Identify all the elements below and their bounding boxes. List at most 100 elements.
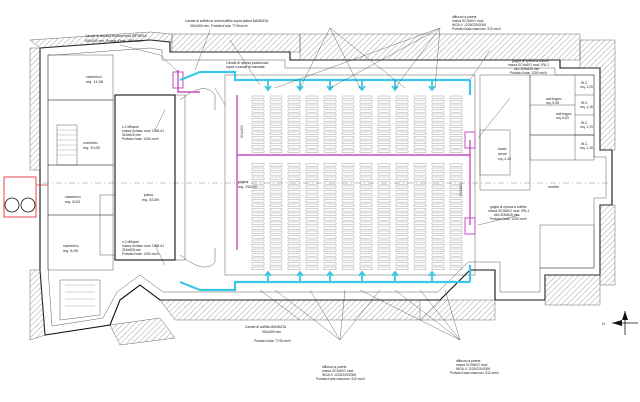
diffuser-arrow-icon bbox=[296, 80, 304, 92]
auditorium bbox=[224, 74, 476, 276]
seat bbox=[395, 104, 409, 108]
seat bbox=[449, 163, 463, 167]
seat bbox=[431, 212, 445, 216]
right-rooms bbox=[479, 74, 595, 269]
seat bbox=[395, 113, 409, 117]
seat bbox=[287, 185, 301, 189]
seat bbox=[413, 221, 427, 225]
seat bbox=[431, 136, 445, 140]
seat bbox=[449, 140, 463, 144]
seat bbox=[449, 194, 463, 198]
seat bbox=[269, 122, 283, 126]
seat bbox=[359, 185, 373, 189]
seat bbox=[305, 226, 319, 230]
note-diffusers-bot-left: diffusori a parete bbox=[322, 365, 347, 369]
seat bbox=[377, 248, 391, 252]
seat bbox=[269, 226, 283, 230]
seat bbox=[341, 149, 355, 153]
wall-diffusers bbox=[264, 80, 436, 282]
seat bbox=[449, 95, 463, 99]
room-wc-4: W.C. bbox=[581, 142, 588, 146]
room-antibagno-1: anti bagno bbox=[546, 97, 562, 101]
seat bbox=[377, 104, 391, 108]
seat bbox=[341, 100, 355, 104]
diffuser-arrow-icon bbox=[391, 80, 399, 92]
seat bbox=[269, 253, 283, 257]
note-diffusers-stage-bot-2: marca Schako mod. DBB-A1 bbox=[122, 244, 164, 248]
note-riser-return-dim: 500x300 mm, Portata d'aria: 2500 mc/h bbox=[85, 39, 143, 43]
seat bbox=[377, 167, 391, 171]
seat bbox=[449, 113, 463, 117]
seat bbox=[287, 167, 301, 171]
seat bbox=[323, 221, 337, 225]
seat bbox=[395, 248, 409, 252]
seat bbox=[305, 113, 319, 117]
seat bbox=[395, 122, 409, 126]
seat bbox=[323, 140, 337, 144]
seat bbox=[449, 136, 463, 140]
external-ac-unit bbox=[3, 176, 48, 218]
seat bbox=[431, 239, 445, 243]
note-diffusers-stage-bot-4: Portata d'aria: 1250 mc/h bbox=[122, 252, 159, 256]
seat bbox=[377, 253, 391, 257]
seat bbox=[359, 131, 373, 135]
seat bbox=[287, 194, 301, 198]
seat bbox=[251, 221, 265, 225]
seat bbox=[305, 203, 319, 207]
seat bbox=[449, 212, 463, 216]
seat bbox=[377, 239, 391, 243]
seat bbox=[395, 239, 409, 243]
seat bbox=[431, 194, 445, 198]
note-diffusers-bot-right-3: WGA-V 1225/225/2006 bbox=[456, 367, 490, 371]
seat bbox=[251, 163, 265, 167]
seat bbox=[305, 208, 319, 212]
seat bbox=[377, 181, 391, 185]
seat bbox=[269, 118, 283, 122]
seat bbox=[269, 167, 283, 171]
seat bbox=[305, 235, 319, 239]
note-diffusers-stage-bot-3: 315x625 mm bbox=[122, 248, 141, 252]
seat bbox=[323, 266, 337, 270]
seat bbox=[395, 109, 409, 113]
seat bbox=[413, 100, 427, 104]
note-diffusers-top-2: marca SCHAKO mod. bbox=[452, 19, 484, 23]
seat bbox=[341, 163, 355, 167]
seat bbox=[449, 185, 463, 189]
seat bbox=[359, 113, 373, 117]
seat bbox=[431, 163, 445, 167]
seat bbox=[413, 239, 427, 243]
seat bbox=[359, 136, 373, 140]
seat bbox=[431, 203, 445, 207]
note-grille-ne-2: marca SCHAKO mod. IPA-1 bbox=[508, 63, 549, 67]
seat bbox=[359, 122, 373, 126]
seat bbox=[323, 226, 337, 230]
seat bbox=[323, 113, 337, 117]
seat bbox=[305, 122, 319, 126]
seat bbox=[413, 190, 427, 194]
seat bbox=[413, 212, 427, 216]
seat bbox=[395, 163, 409, 167]
seat bbox=[287, 104, 301, 108]
seat bbox=[305, 221, 319, 225]
seat bbox=[449, 235, 463, 239]
seat bbox=[431, 226, 445, 230]
seat bbox=[251, 253, 265, 257]
seat bbox=[395, 230, 409, 234]
room-antibagno-2: anti bagno bbox=[556, 112, 572, 116]
seat bbox=[269, 208, 283, 212]
seat bbox=[269, 230, 283, 234]
seat bbox=[305, 266, 319, 270]
seat bbox=[359, 109, 373, 113]
seat bbox=[431, 230, 445, 234]
seat bbox=[395, 199, 409, 203]
seat bbox=[431, 181, 445, 185]
seat bbox=[269, 194, 283, 198]
seat bbox=[359, 104, 373, 108]
note-diffusers-bot-left-3: WGA-V 1225/225/2006 bbox=[322, 373, 356, 377]
seat bbox=[377, 172, 391, 176]
seat bbox=[377, 149, 391, 153]
seat bbox=[413, 95, 427, 99]
seat bbox=[287, 136, 301, 140]
seat bbox=[377, 212, 391, 216]
seat bbox=[449, 172, 463, 176]
